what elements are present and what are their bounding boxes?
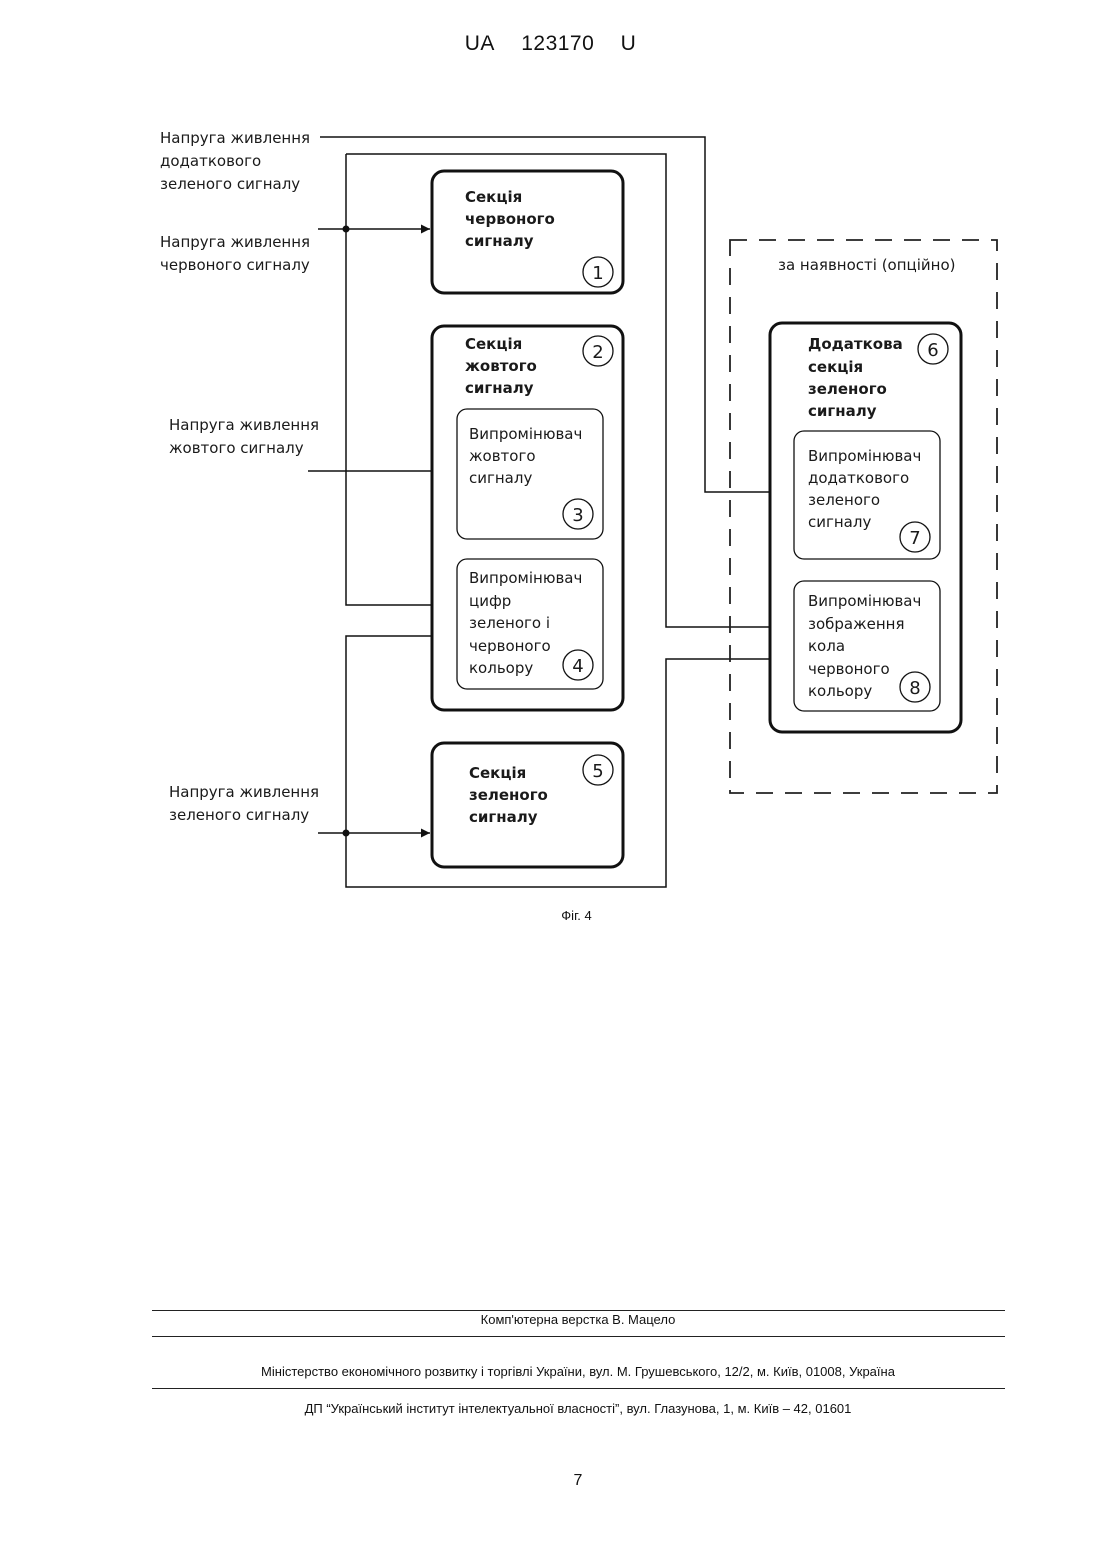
input-label-green: Напруга живлення зеленого сигналу [169,783,319,824]
block-text: зеленого [808,491,880,509]
block-number: 5 [592,761,603,782]
input-text: зеленого сигналу [169,806,309,824]
block-text: Випромінювач [469,569,582,587]
block-text: червоного [465,210,555,228]
block-text: зеленого [469,786,548,804]
block-number: 4 [572,656,583,677]
footer-divider [152,1388,1005,1389]
block-number: 7 [909,528,920,549]
block-number: 2 [592,342,603,363]
block-text: Випромінювач [808,592,921,610]
block-red-circle-emitter: Випромінювач зображення кола червоного к… [794,581,940,711]
block-text: зеленого і [469,614,550,632]
block-text: сигналу [465,379,534,397]
input-text: зеленого сигналу [160,175,300,193]
input-label-red: Напруга живлення червоного сигналу [160,233,310,274]
input-text: жовтого сигналу [169,439,304,457]
input-label-extra-green: Напруга живлення додаткового зеленого си… [160,129,310,193]
figure-caption: Фіг. 4 [0,908,1101,923]
footer-institute: ДП “Український інститут інтелектуальної… [0,1401,1101,1416]
block-text: сигналу [465,232,534,250]
block-yellow-emitter: Випромінювач жовтого сигналу 3 [457,409,603,539]
junction-dot [343,830,350,837]
block-number: 6 [927,340,938,361]
block-text: Випромінювач [469,425,582,443]
block-text: кольору [808,682,872,700]
input-text: Напруга живлення [160,129,310,147]
block-text: цифр [469,592,511,610]
block-text: кола [808,637,845,655]
block-number: 3 [572,505,583,526]
block-text: секція [808,358,863,376]
block-number: 1 [592,263,603,284]
block-text: Додаткова [808,335,903,353]
footer-divider [152,1310,1005,1311]
input-text: додаткового [160,152,261,170]
optional-label: за наявності (опційно) [778,256,956,274]
block-text: додаткового [808,469,909,487]
input-text: червоного сигналу [160,256,310,274]
footer-divider [152,1336,1005,1337]
block-text: зеленого [808,380,887,398]
junction-dot [343,226,350,233]
block-extra-green-emitter: Випромінювач додаткового зеленого сигнал… [794,431,940,559]
block-text: жовтого [469,447,536,465]
block-text: червоного [469,637,551,655]
block-text: сигналу [808,402,877,420]
block-text: Секція [465,335,522,353]
footer-layout-credit: Комп'ютерна верстка В. Мацело [0,1312,1101,1327]
block-text: сигналу [469,808,538,826]
block-text: Секція [469,764,526,782]
input-text: Напруга живлення [169,416,319,434]
block-red-section: Секція червоного сигналу 1 [432,171,623,293]
block-green-section: Секція зеленого сигналу 5 [432,743,623,867]
page-number: 7 [0,1472,1101,1490]
block-text: сигналу [469,469,532,487]
block-digits-emitter: Випромінювач цифр зеленого і червоного к… [457,559,603,689]
footer-ministry: Міністерство економічного розвитку і тор… [0,1364,1101,1379]
block-number: 8 [909,678,920,699]
input-label-yellow: Напруга живлення жовтого сигналу [169,416,319,457]
block-text: зображення [808,615,905,633]
block-text: червоного [808,660,890,678]
input-text: Напруга живлення [169,783,319,801]
input-text: Напруга живлення [160,233,310,251]
block-text: Секція [465,188,522,206]
block-text: жовтого [465,357,537,375]
block-text: кольору [469,659,533,677]
block-text: сигналу [808,513,871,531]
block-text: Випромінювач [808,447,921,465]
